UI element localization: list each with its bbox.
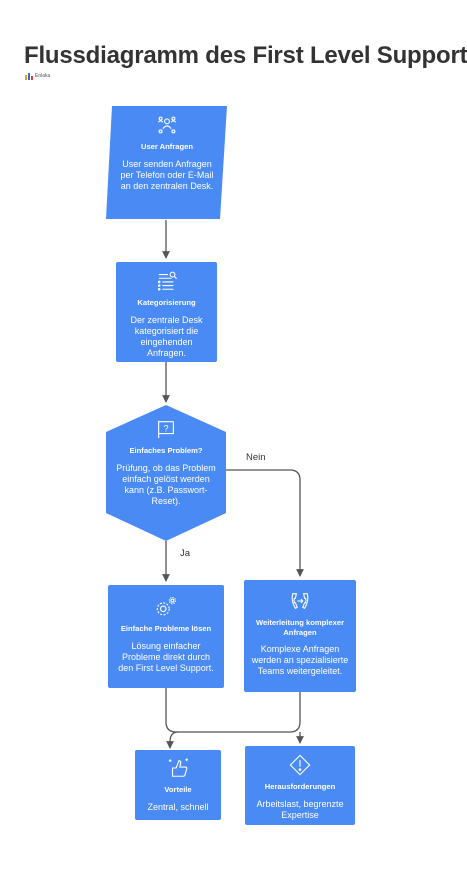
node-einfach-shape (106, 405, 226, 541)
node-user-body: User senden Anfragen per Telefon oder E-… (120, 158, 214, 191)
node-weiterleitung-heading: Weiterleitung komplexer Anfragen (255, 618, 345, 637)
node-weiterleitung: Weiterleitung komplexer Anfragen Komplex… (244, 580, 356, 692)
node-kategorisierung: Kategorisierung Der zentrale Desk katego… (116, 262, 217, 362)
node-vorteile-body: Zentral, schnell (147, 801, 209, 812)
gears-icon (156, 596, 177, 616)
node-user: User Anfragen User senden Anfragen per T… (118, 114, 216, 192)
logo: Enlaka (25, 72, 53, 81)
logo-icon (25, 73, 33, 80)
warning-diamond-icon (289, 754, 311, 776)
edge-to-vorteile (166, 731, 179, 749)
users-icon (157, 116, 177, 134)
logo-text: Enlaka (35, 73, 51, 79)
node-loesen: Einfache Probleme lösen Lösung einfacher… (108, 585, 224, 688)
edge-label-yes: Ja (180, 548, 191, 559)
edge-label-no: Nein (246, 452, 266, 463)
node-herausforderungen-body: Arbeitslast, begrenzte Expertise (256, 798, 344, 820)
node-einfach: ? Einfaches Problem? Prüfung, ob das Pro… (116, 418, 216, 507)
edge-einfach-weiterleitung (226, 469, 304, 577)
svg-text:?: ? (163, 423, 168, 433)
page-title: Flussdiagramm des First Level Supports (24, 42, 467, 69)
node-weiterleitung-body: Komplexe Anfragen werden an spezialisier… (251, 644, 349, 677)
node-herausforderungen-heading: Herausforderungen (264, 782, 336, 791)
thumbs-up-icon (168, 758, 189, 777)
node-herausforderungen: Herausforderungen Arbeitslast, begrenzte… (245, 746, 355, 825)
node-kategorisierung-heading: Kategorisierung (137, 298, 196, 307)
node-einfach-body: Prüfung, ob das Problem einfach gelöst w… (116, 462, 216, 507)
edge-loesen-vorteile (165, 688, 301, 733)
node-user-shape (106, 106, 227, 219)
node-kategorisierung-body: Der zentrale Desk kategorisiert die eing… (130, 314, 203, 359)
list-search-icon (157, 271, 177, 291)
question-flag-icon: ? (158, 420, 174, 439)
node-loesen-body: Lösung einfacher Probleme direkt durch d… (118, 640, 214, 673)
phone-forward-icon (291, 593, 309, 610)
node-einfach-heading: Einfaches Problem? (129, 446, 203, 455)
node-user-heading: User Anfragen (140, 142, 194, 151)
node-vorteile: Vorteile Zentral, schnell (135, 750, 221, 820)
node-loesen-heading: Einfache Probleme lösen (120, 624, 212, 633)
node-vorteile-heading: Vorteile (164, 785, 192, 794)
